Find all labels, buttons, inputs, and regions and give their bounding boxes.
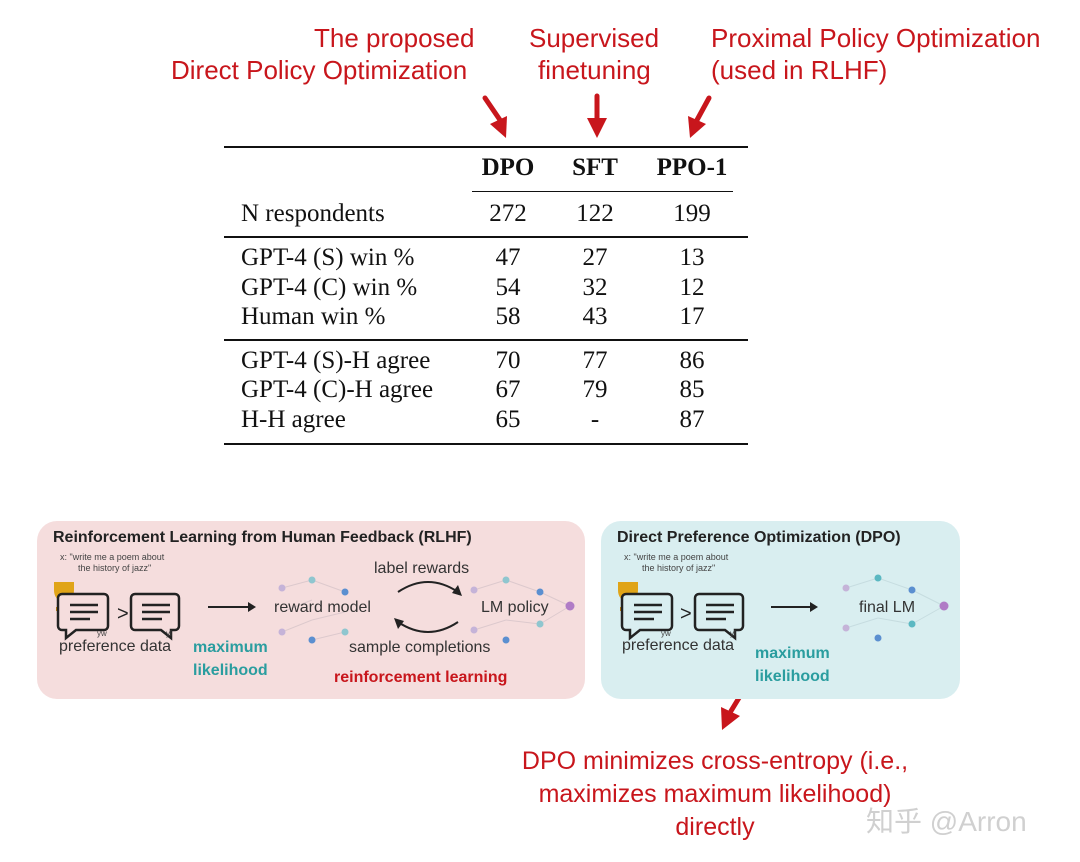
table-cell: 65 [495, 406, 521, 433]
arrow-to-likelihood-head [721, 707, 740, 730]
rlhf-panel [37, 521, 585, 699]
label-rewards-label: label rewards [374, 560, 470, 577]
final-lm-network-icon [845, 577, 945, 629]
dpo-greater-than: > [680, 603, 692, 625]
dpo-chosen-response-icon [620, 592, 674, 641]
lm-policy-label: LM policy [481, 599, 549, 616]
dpo-prompt-line1: x: "write me a poem about [624, 552, 729, 562]
table-cell: 272 [489, 200, 527, 227]
arrow-to-dpo-head [490, 116, 507, 138]
table-row-label: N respondents [241, 200, 385, 227]
rlhf-preference-data-label: preference data [59, 638, 172, 655]
rlhf-maximum-label: maximum [193, 639, 268, 656]
arrow-to-ppo-head [688, 116, 706, 138]
dpo-cross-entropy-annotation: DPO minimizes cross-entropy (i.e., maxim… [480, 745, 950, 844]
table-row-label: GPT-4 (S) win % [241, 244, 415, 271]
column-header-sft: SFT [572, 154, 618, 181]
dpo-prompt-line2: the history of jazz" [642, 563, 716, 573]
dpo-yl-label: yl [730, 629, 736, 638]
rlhf-yl-label: yl [166, 629, 172, 638]
dpo-rejected-response-icon [693, 592, 745, 641]
sft-annotation-line2: finetuning [538, 55, 651, 85]
table-cell: 199 [673, 200, 711, 227]
table-row-label: H-H agree [241, 406, 346, 433]
table-cell: 86 [679, 347, 705, 374]
table-cell: 13 [679, 244, 705, 271]
table-cell: 122 [576, 200, 614, 227]
rlhf-greater-than: > [117, 603, 129, 625]
arrow-to-dpo-shaft [482, 95, 503, 123]
bottom-annotation-line2: maximizes maximum likelihood) [538, 780, 892, 808]
table-cell: 32 [582, 274, 608, 301]
lm-policy-network-icon [473, 579, 571, 631]
table-row-label: GPT-4 (C) win % [241, 274, 418, 301]
table-cell: 87 [679, 406, 705, 433]
bottom-annotation-line1: DPO minimizes cross-entropy (i.e., [521, 747, 909, 775]
table-bottom-rule [224, 443, 748, 445]
table-cell: 47 [495, 244, 521, 271]
reward-model-network-icon [281, 579, 346, 641]
rlhf-arrow-to-reward-model [208, 602, 256, 612]
dpo-annotation-line2: Direct Policy Optimization [171, 55, 468, 85]
table-cell: 67 [495, 376, 521, 403]
rlhf-prompt-line1: x: "write me a poem about [60, 552, 165, 562]
table-mid-rule [224, 339, 748, 341]
table-cell: 17 [679, 303, 705, 330]
rlhf-prompt-line2: the history of jazz" [78, 563, 152, 573]
dpo-maximum-label: maximum [755, 645, 830, 662]
table-mid-rule [224, 236, 748, 238]
column-header-dpo: DPO [481, 154, 535, 181]
arrow-to-ppo-shaft [694, 95, 712, 123]
dpo-panel-title: Direct Preference Optimization (DPO) [617, 529, 901, 546]
table-cell: 79 [582, 376, 608, 403]
watermark: 知乎 @Arron [866, 806, 1027, 837]
dpo-annotation-line1: The proposed [314, 23, 475, 53]
ppo-annotation-line1: Proximal Policy Optimization [711, 23, 1041, 53]
rlhf-panel-title: Reinforcement Learning from Human Feedba… [53, 529, 472, 546]
table-cell: 12 [679, 274, 705, 301]
sft-annotation-line1: Supervised [529, 23, 660, 53]
table-row-label: Human win % [241, 303, 386, 330]
rlhf-likelihood-label: likelihood [193, 662, 268, 679]
table-cell: 70 [495, 347, 521, 374]
dpo-likelihood-label: likelihood [755, 668, 830, 685]
reinforcement-learning-label: reinforcement learning [334, 669, 508, 686]
table-cell: 85 [679, 376, 705, 403]
table-cell: 54 [495, 274, 521, 301]
rlhf-chosen-response-icon [56, 592, 110, 641]
table-top-rule [224, 146, 748, 148]
results-table: DPO SFT PPO-1 N respondents 272 122 199 … [224, 146, 748, 446]
ppo-annotation-line2: (used in RLHF) [711, 55, 888, 85]
table-cell: 43 [582, 303, 608, 330]
dpo-yw-label: yw [661, 629, 671, 638]
dpo-preference-data-label: preference data [622, 637, 735, 654]
table-row-label: GPT-4 (S)-H agree [241, 347, 431, 374]
sample-completions-label: sample completions [349, 639, 491, 656]
table-cell: 77 [582, 347, 608, 374]
table-header-rule [472, 191, 733, 192]
column-header-ppo: PPO-1 [656, 154, 728, 181]
rlhf-yw-label: yw [97, 629, 107, 638]
table-cell: 27 [582, 244, 608, 271]
bottom-annotation-line3: directly [675, 813, 755, 841]
table-cell: - [590, 406, 600, 433]
table-cell: 58 [495, 303, 521, 330]
rlhf-rejected-response-icon [129, 592, 181, 641]
arrow-to-sft-head [587, 118, 607, 138]
reward-model-label: reward model [274, 599, 371, 616]
final-lm-label: final LM [859, 599, 916, 616]
dpo-arrow-to-final-lm [771, 602, 818, 612]
rlhf-cycle-arrows [397, 581, 459, 633]
table-row-label: GPT-4 (C)-H agree [241, 376, 434, 403]
